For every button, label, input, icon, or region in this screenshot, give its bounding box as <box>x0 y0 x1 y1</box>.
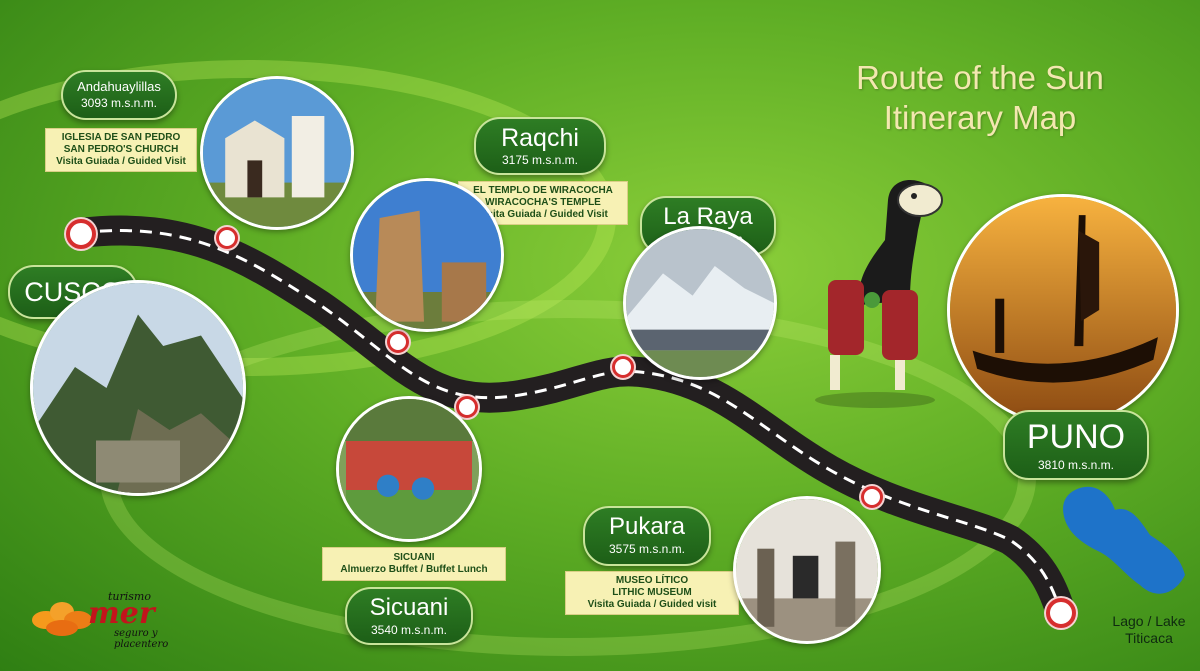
stop-label-raqchi[interactable]: Raqchi 3175 m.s.n.m. <box>474 117 606 175</box>
stop-marker-andahuaylillas[interactable] <box>216 227 238 249</box>
note-line: LITHIC MUSEUM <box>612 587 692 598</box>
note-line: SICUANI <box>393 552 435 563</box>
logo-word-mer: mer <box>88 596 155 631</box>
stop-marker-pukara[interactable] <box>861 486 883 508</box>
stop-name: Sicuani <box>369 594 449 621</box>
stop-name: Andahuaylillas <box>77 79 161 94</box>
llama-mascot <box>815 180 943 408</box>
note-line: Almuerzo Buffet / Buffet Lunch <box>340 564 488 575</box>
stop-marker-cusco[interactable] <box>66 219 96 249</box>
stop-label-pukara[interactable]: Pukara 3575 m.s.n.m. <box>583 506 711 566</box>
note-line: Visita Guiada / Guided Visit <box>478 209 608 220</box>
sicuani-buffet-photo <box>336 396 482 542</box>
logo-flower-icon <box>32 602 92 636</box>
lake-label-line2: Titicaca <box>1125 630 1173 646</box>
note-line: SAN PEDRO'S CHURCH <box>63 144 179 155</box>
note-line: MUSEO LÍTICO <box>615 575 689 586</box>
lake-titicaca-shape <box>1063 486 1185 594</box>
stop-marker-la-raya[interactable] <box>612 356 634 378</box>
stop-name: Pukara <box>608 513 686 540</box>
stop-label-sicuani[interactable]: Sicuani 3540 m.s.n.m. <box>345 587 473 645</box>
logo-tagline: seguro y placentero <box>114 628 169 650</box>
note-line: IGLESIA DE SAN PEDRO <box>61 132 181 143</box>
stop-altitude: 3810 m.s.n.m. <box>1037 458 1115 472</box>
turismo-mer-logo[interactable]: turismo mer seguro y placentero <box>28 590 208 650</box>
map-title-line2: Itinerary Map <box>883 99 1077 136</box>
stop-altitude: 3093 m.s.n.m. <box>80 96 158 110</box>
stop-label-andahuaylillas[interactable]: Andahuaylillas 3093 m.s.n.m. <box>61 70 177 120</box>
raqchi-temple-photo <box>350 178 504 332</box>
stop-marker-raqchi[interactable] <box>387 331 409 353</box>
lake-label: Lago / Lake Titicaca <box>1094 613 1200 647</box>
stop-label-puno[interactable]: PUNO 3810 m.s.n.m. <box>1003 410 1149 480</box>
note-line: WIRACOCHA'S TEMPLE <box>485 197 601 208</box>
stop-marker-puno[interactable] <box>1046 598 1076 628</box>
logo-word-turismo: turismo <box>108 590 151 603</box>
stop-note-andahuaylillas: IGLESIA DE SAN PEDRO SAN PEDRO'S CHURCH … <box>45 128 197 172</box>
map-title-line1: Route of the Sun <box>856 59 1104 96</box>
andahuaylillas-church-photo <box>200 76 354 230</box>
stop-name: PUNO <box>1026 418 1126 456</box>
note-line: Visita Guiada / Guided visit <box>587 599 717 610</box>
stop-name: Raqchi <box>501 124 579 152</box>
stop-altitude: 3175 m.s.n.m. <box>501 153 579 167</box>
lake-label-line1: Lago / Lake <box>1112 613 1186 629</box>
cusco-photo <box>30 280 246 496</box>
stop-altitude: 3575 m.s.n.m. <box>608 542 686 556</box>
la-raya-photo <box>623 226 777 380</box>
puno-reed-boat-photo <box>947 194 1179 426</box>
stop-note-sicuani: SICUANI Almuerzo Buffet / Buffet Lunch <box>322 547 506 581</box>
stop-note-pukara: MUSEO LÍTICO LITHIC MUSEUM Visita Guiada… <box>565 571 739 615</box>
stop-name: La Raya <box>663 203 753 230</box>
stop-altitude: 3540 m.s.n.m. <box>370 623 448 637</box>
map-title: Route of the Sun Itinerary Map <box>800 58 1160 138</box>
note-line: EL TEMPLO DE WIRACOCHA <box>473 185 613 196</box>
stop-marker-sicuani[interactable] <box>456 396 478 418</box>
note-line: Visita Guiada / Guided Visit <box>56 156 186 167</box>
pukara-museum-photo <box>733 496 881 644</box>
